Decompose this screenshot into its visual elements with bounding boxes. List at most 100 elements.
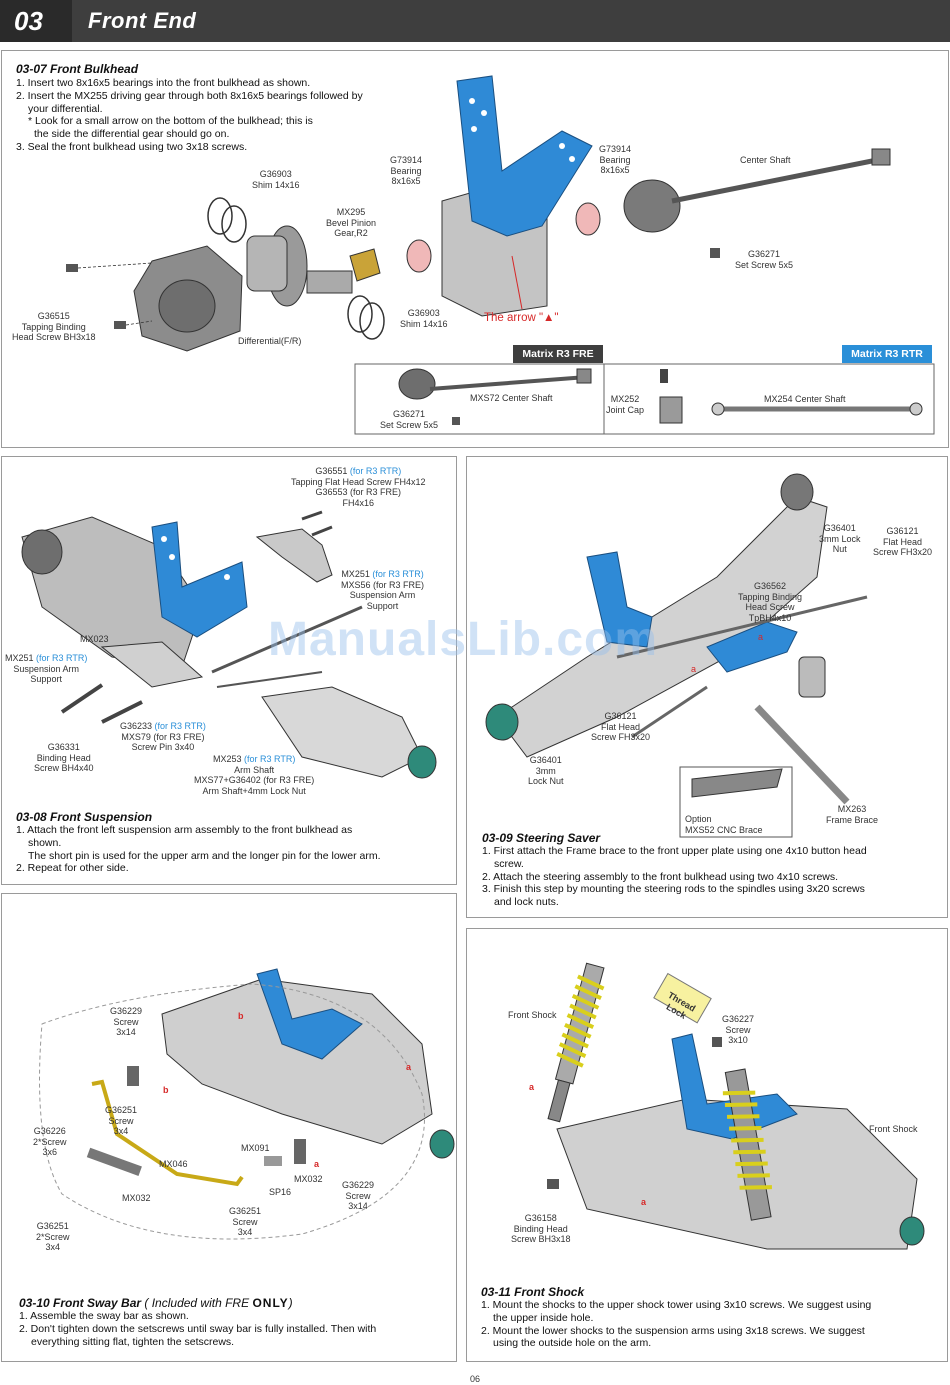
- step-title: 03-10 Front Sway Bar ( Included with FRE…: [19, 1296, 293, 1310]
- page-number: 06: [469, 1374, 480, 1384]
- label-g36226: G36226 2*Screw 3x6: [33, 1126, 67, 1158]
- step-line: shown.: [28, 836, 62, 849]
- label-g36401-top: G36401 3mm Lock Nut: [819, 523, 861, 555]
- step-title-only: ONLY: [252, 1296, 289, 1310]
- label-sp16: SP16: [269, 1187, 291, 1198]
- label-text: G36903 Shim 14x16: [400, 308, 448, 329]
- label-text: Option MXS52 CNC Brace: [685, 814, 763, 835]
- badge-matrix-r3-fre: Matrix R3 FRE: [513, 345, 603, 363]
- label-text: a: [529, 1082, 535, 1092]
- panel-steering-saver: G36401 3mm Lock Nut G36121 Flat Head Scr…: [466, 456, 948, 918]
- label-text-rtr: (for R3 RTR): [372, 569, 424, 579]
- label-text: G36551: [315, 466, 348, 476]
- label-text: MX091: [241, 1143, 270, 1153]
- label-text: Front Shock: [508, 1010, 557, 1020]
- step-line: 2. Mount the lower shocks to the suspens…: [481, 1324, 865, 1337]
- label-g36331: G36331 Binding Head Screw BH4x40: [34, 742, 94, 774]
- step-title: 03-11 Front Shock: [481, 1285, 585, 1299]
- label-mx032-right: MX032: [294, 1174, 323, 1185]
- step-line: everything sitting flat, tighten the set…: [31, 1335, 235, 1348]
- label-g36271-top: G36271 Set Screw 5x5: [735, 249, 793, 270]
- steering-diagram: [485, 473, 868, 838]
- label-text: Suspension Arm Support: [13, 663, 79, 685]
- label-text: MXS72 Center Shaft: [470, 393, 553, 403]
- label-text: Center Shaft: [740, 155, 791, 165]
- label-mx263: MX263 Frame Brace: [826, 804, 878, 825]
- step-title: 03-07 Front Bulkhead: [16, 62, 139, 76]
- label-g36229-bottom: G36229 Screw 3x14: [342, 1180, 374, 1212]
- label-g36515: G36515 Tapping Binding Head Screw BH3x18: [12, 311, 96, 343]
- label-mx091: MX091: [241, 1143, 270, 1154]
- label-text: a: [641, 1197, 647, 1207]
- label-text: MX253: [212, 754, 242, 764]
- label-g36227: G36227 Screw 3x10: [722, 1014, 754, 1046]
- label-text: G36251 Screw 3x4: [229, 1206, 262, 1237]
- label-mx251-left: MX251 (for R3 RTR) Suspension Arm Suppor…: [5, 653, 87, 685]
- label-g36271-bottom: G36271 Set Screw 5x5: [380, 409, 438, 430]
- label-mx254: MX254 Center Shaft: [764, 394, 846, 405]
- step-title-note: ( Included with FRE: [144, 1296, 253, 1310]
- label-text: MX252 Joint Cap: [606, 394, 645, 415]
- suspension-diagram: [21, 510, 437, 779]
- label-text: G36515 Tapping Binding Head Screw BH3x18: [12, 311, 96, 342]
- step-line: the side the differential gear should go…: [34, 128, 230, 141]
- label-text: MX032: [122, 1193, 151, 1203]
- sway-bar-diagram: [39, 968, 455, 1240]
- label-text: G36226 2*Screw 3x6: [33, 1126, 67, 1157]
- label-text: Tapping Flat Head Screw FH4x12: [291, 476, 426, 487]
- panel-front-bulkhead: 03-07 Front Bulkhead 1. Insert two 8x16x…: [1, 50, 949, 448]
- label-text: G36401 3mm Lock Nut: [528, 755, 564, 786]
- label-text: SP16: [269, 1187, 292, 1197]
- label-mx252: MX252 Joint Cap: [606, 394, 644, 415]
- label-text: Arm Shaft+4mm Lock Nut: [202, 785, 306, 796]
- section-title: Front End: [88, 8, 197, 33]
- label-text: Front Shock: [869, 1124, 918, 1134]
- label-text: G36229 Screw 3x14: [110, 1006, 143, 1037]
- label-text-rtr: (for R3 RTR): [349, 466, 402, 476]
- watermark: ManualsLib.com: [268, 613, 659, 666]
- label-g36121-bottom: G36121 Flat Head Screw FH3x20: [591, 711, 650, 743]
- label-mx023: MX023: [80, 634, 109, 645]
- step-title-close: ): [288, 1296, 293, 1310]
- step-line: 1. Insert two 8x16x5 bearings into the f…: [16, 77, 311, 89]
- label-text-rtr: (for R3 RTR): [244, 754, 296, 764]
- label-text: G36229 Screw 3x14: [342, 1180, 375, 1211]
- label-g36121-top: G36121 Flat Head Screw FH3x20: [873, 526, 932, 558]
- step-line: * Look for a small arrow on the bottom o…: [28, 115, 313, 128]
- label-text: Differential(F/R): [238, 336, 302, 346]
- step-title-main: 03-10 Front Sway Bar: [19, 1296, 142, 1310]
- label-text: b: [163, 1085, 169, 1095]
- label-mx295: MX295 Bevel Pinion Gear,R2: [326, 207, 376, 239]
- label-text: G36553 (for R3 FRE): [315, 487, 402, 497]
- label-g36233: G36233 (for R3 RTR) MXS79 (for R3 FRE) S…: [120, 721, 206, 753]
- label-text: MXS77+G36402 (for R3 FRE): [194, 775, 315, 785]
- label-text: G36227 Screw 3x10: [722, 1014, 755, 1045]
- label-center-shaft: Center Shaft: [740, 155, 791, 166]
- step-list: 1. Attach the front left suspension arm …: [16, 824, 452, 875]
- label-a: a: [758, 632, 763, 643]
- label-mxs72: MXS72 Center Shaft: [470, 393, 553, 404]
- label-text: MX023: [80, 634, 109, 644]
- label-g36251-left: G36251 2*Screw 3x4: [36, 1221, 70, 1253]
- label-text: G36121 Flat Head Screw FH3x20: [873, 526, 933, 557]
- label-text: a: [406, 1062, 412, 1072]
- label-text: G36271 Set Screw 5x5: [735, 249, 794, 270]
- label-text: a: [758, 632, 764, 642]
- step-line: 2. Don't tighten down the setscrews unti…: [19, 1322, 377, 1335]
- step-list: 1. First attach the Frame brace to the f…: [482, 845, 942, 909]
- label-text: G36233: [120, 721, 153, 731]
- section-number: 03: [0, 0, 72, 42]
- label-text-rtr: (for R3 RTR): [36, 653, 88, 663]
- label-g73914-right: G73914 Bearing 8x16x5: [599, 144, 631, 176]
- step-line: 1. Assemble the sway bar as shown.: [19, 1310, 189, 1322]
- label-text: G73914 Bearing 8x16x5: [599, 144, 632, 175]
- step-line: screw.: [494, 857, 524, 870]
- label-g36401-bottom: G36401 3mm Lock Nut: [528, 755, 564, 787]
- label-a: a: [314, 1159, 319, 1170]
- label-text: The arrow "▲": [484, 312, 559, 324]
- label-g36562: G36562 Tapping Binding Head Screw TpBH4x…: [738, 581, 802, 623]
- label-text: Screw Pin 3x40: [131, 742, 195, 752]
- label-text: MX251: [341, 569, 370, 579]
- step-line: 1. Attach the front left suspension arm …: [16, 824, 353, 836]
- badge-matrix-r3-rtr: Matrix R3 RTR: [842, 345, 932, 363]
